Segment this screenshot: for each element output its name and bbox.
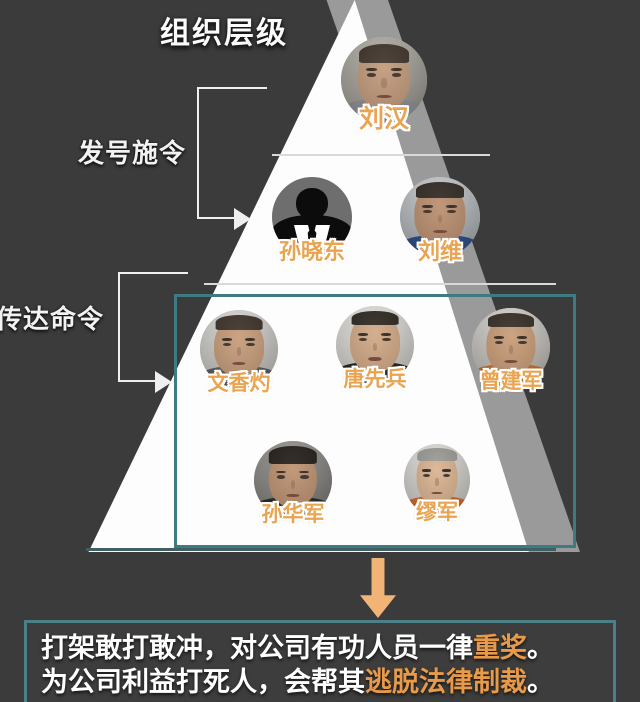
member-name: 孙晓东 [278, 239, 346, 264]
member-node-tangxianbing[interactable]: 唐先兵 [336, 306, 414, 391]
tier3-group-box [174, 294, 576, 548]
quote-line-1-text-b: 。 [527, 633, 554, 663]
avatar [400, 177, 480, 257]
member-name: 曾建军 [479, 370, 543, 393]
quote-line-1-text-a: 打架敢打敢冲，对公司有功人员一律 [41, 633, 473, 663]
quote-box: 打架敢打敢冲，对公司有功人员一律重奖。 为公司利益打死人，会帮其逃脱法律制裁。 [24, 620, 616, 702]
member-name: 孙华军 [261, 503, 325, 526]
quote-line-1: 打架敢打敢冲，对公司有功人员一律重奖。 [41, 631, 599, 665]
avatar [404, 444, 470, 516]
pyramid-divider-1 [272, 154, 490, 156]
member-name: 缪军 [416, 501, 458, 524]
avatar [341, 37, 427, 123]
arrow-right-icon [155, 371, 172, 393]
member-node-zengjianjun[interactable]: 曾建军 [472, 308, 550, 393]
member-node-sunhuajun[interactable]: 孙华军 [254, 441, 332, 526]
label-issue-orders: 发号施令 [78, 138, 187, 168]
page-title: 组织层级 [160, 17, 288, 50]
quote-line-2-text-b: 。 [527, 667, 554, 697]
quote-line-2-text-a: 为公司利益打死人，会帮其 [41, 667, 365, 697]
member-name: 刘汉 [358, 105, 410, 133]
member-name: 刘维 [417, 239, 463, 264]
member-node-liuhan[interactable]: 刘汉 [341, 37, 427, 133]
member-node-wenxiangzhuo[interactable]: 文香灼 [200, 310, 278, 395]
arrow-down-icon [360, 558, 396, 618]
arrow-right-icon [234, 208, 251, 230]
member-node-miaojun[interactable]: 缪军 [404, 444, 470, 524]
label-relay-orders: 传达命令 [0, 304, 105, 334]
avatar [254, 441, 332, 519]
avatar [472, 308, 550, 386]
quote-line-2-highlight: 逃脱法律制裁 [365, 667, 527, 697]
member-name: 唐先兵 [343, 368, 407, 391]
avatar [336, 306, 414, 384]
member-name: 文香灼 [207, 372, 271, 395]
pyramid-divider-2 [204, 283, 556, 285]
silhouette-icon [272, 177, 352, 257]
pyramid-base-line [86, 548, 556, 551]
quote-line-1-highlight: 重奖 [473, 633, 527, 663]
quote-line-2: 为公司利益打死人，会帮其逃脱法律制裁。 [41, 665, 599, 699]
member-node-sunxiaodong[interactable]: 孙晓东 [272, 177, 352, 264]
member-node-liuwei[interactable]: 刘维 [400, 177, 480, 264]
avatar [272, 177, 352, 257]
avatar [200, 310, 278, 388]
